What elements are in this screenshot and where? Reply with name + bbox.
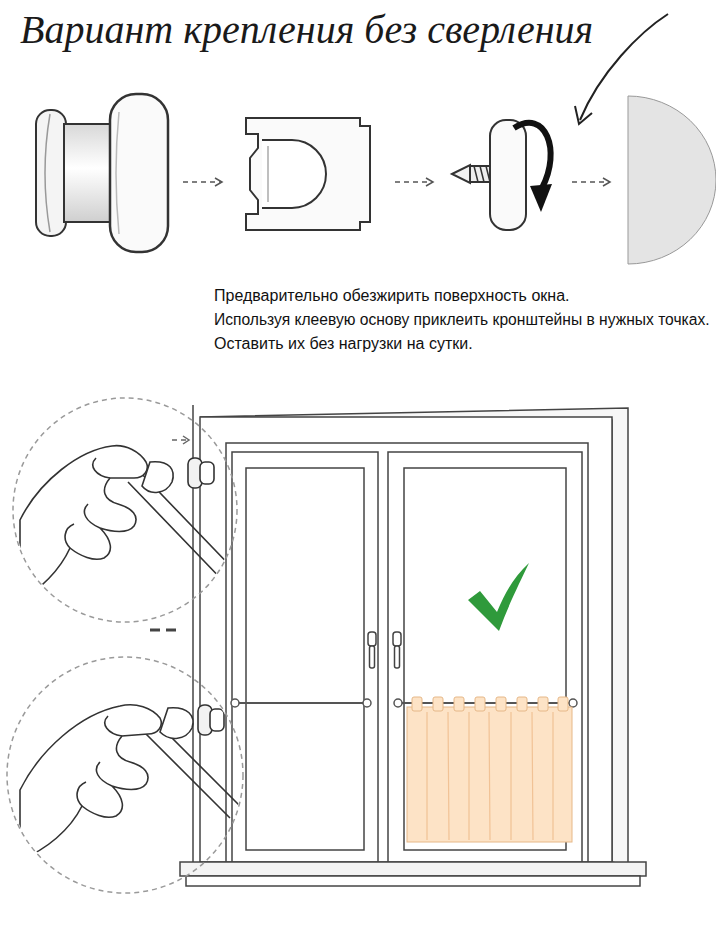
check-mark [468, 563, 529, 631]
window [150, 405, 646, 886]
step-arrow-part [426, 178, 433, 186]
bracket-assembled-part [64, 124, 114, 222]
instruction-text: Используя клеевую основу приклеить кронш… [214, 309, 710, 331]
window-part [200, 408, 628, 866]
window-part [186, 876, 640, 886]
window-handle-part [370, 646, 375, 668]
bracket-screw-part [490, 120, 526, 230]
hand-detail [20, 446, 238, 600]
curtain-part [407, 707, 572, 842]
bracket-housing-part [267, 146, 269, 202]
window-surface-part [575, 106, 592, 124]
curtain-part-part [496, 697, 506, 711]
bracket-assembled-part [110, 94, 168, 252]
hand-detail-part [65, 458, 110, 548]
step-arrow-part [603, 178, 610, 186]
bracket-assembled [36, 94, 168, 252]
hand-detail [20, 705, 240, 860]
title: Вариант крепления без сверления [20, 6, 700, 54]
detail-arrowhead [183, 436, 189, 444]
curtain-part-part [427, 712, 553, 840]
bracket-housing [246, 118, 370, 230]
curtain-part [412, 697, 568, 711]
curtain-part-part [433, 697, 443, 711]
bracket-screw-part [474, 166, 490, 182]
bracket-assembled-part [36, 110, 66, 236]
bracket-screw-part [530, 184, 552, 212]
hand-detail-part [210, 709, 224, 731]
window-part [232, 452, 378, 862]
curtain-part-part [538, 697, 548, 711]
bracket-screw-part [514, 123, 551, 188]
bracket-assembled-part [45, 114, 50, 232]
hand-detail-part [20, 446, 147, 600]
bracket-housing-part [246, 118, 370, 230]
curtain-rod-part [238, 702, 364, 704]
curtain-rod-part [363, 699, 371, 707]
bracket-assembled-part [116, 112, 119, 234]
bracket-screw-part [470, 166, 492, 182]
window-part [180, 862, 646, 876]
detail-circle-part [13, 398, 237, 622]
window-surface-part [580, 14, 668, 120]
hand-detail-part [200, 462, 214, 484]
curtain-part-part [558, 697, 568, 711]
window-handle-part [368, 632, 376, 646]
bracket-screw-part [452, 165, 470, 183]
detail-circle-part [7, 657, 243, 893]
window-handle-part [395, 646, 400, 668]
step-arrow-part [572, 181, 609, 183]
curtain-rod-part [231, 699, 239, 707]
window-part [388, 452, 582, 862]
curtain-rod-part [569, 699, 577, 707]
hand-detail-part [160, 708, 193, 739]
curtain-part-part [412, 697, 422, 711]
window-surface [575, 14, 716, 264]
step-arrow-part [215, 178, 222, 186]
window-part [226, 443, 588, 862]
curtain-part-part [475, 697, 485, 711]
window-surface-part [628, 96, 716, 264]
step-arrow-part [395, 181, 432, 183]
detail-circle [7, 398, 243, 893]
step-arrow-part [183, 181, 221, 183]
bracket-housing-part [262, 140, 326, 208]
curtain-part-part [517, 697, 527, 711]
window-part [150, 629, 176, 632]
window-part [200, 417, 612, 862]
bracket-screw [452, 120, 552, 230]
hand-detail-part [20, 705, 161, 860]
curtain-part [427, 712, 553, 840]
window-handle [368, 632, 401, 668]
curtain-part-part [454, 697, 464, 711]
curtain-rod-part [394, 699, 402, 707]
instruction-text: Предварительно обезжирить поверхность ок… [214, 285, 569, 307]
window-part [246, 468, 364, 850]
instruction-text: Оставить их без нагрузки на сутки. [214, 333, 473, 355]
curtain [407, 697, 572, 842]
detail-circle-part [172, 439, 188, 441]
window-handle-part [393, 632, 401, 646]
hand-detail-part [77, 716, 122, 806]
